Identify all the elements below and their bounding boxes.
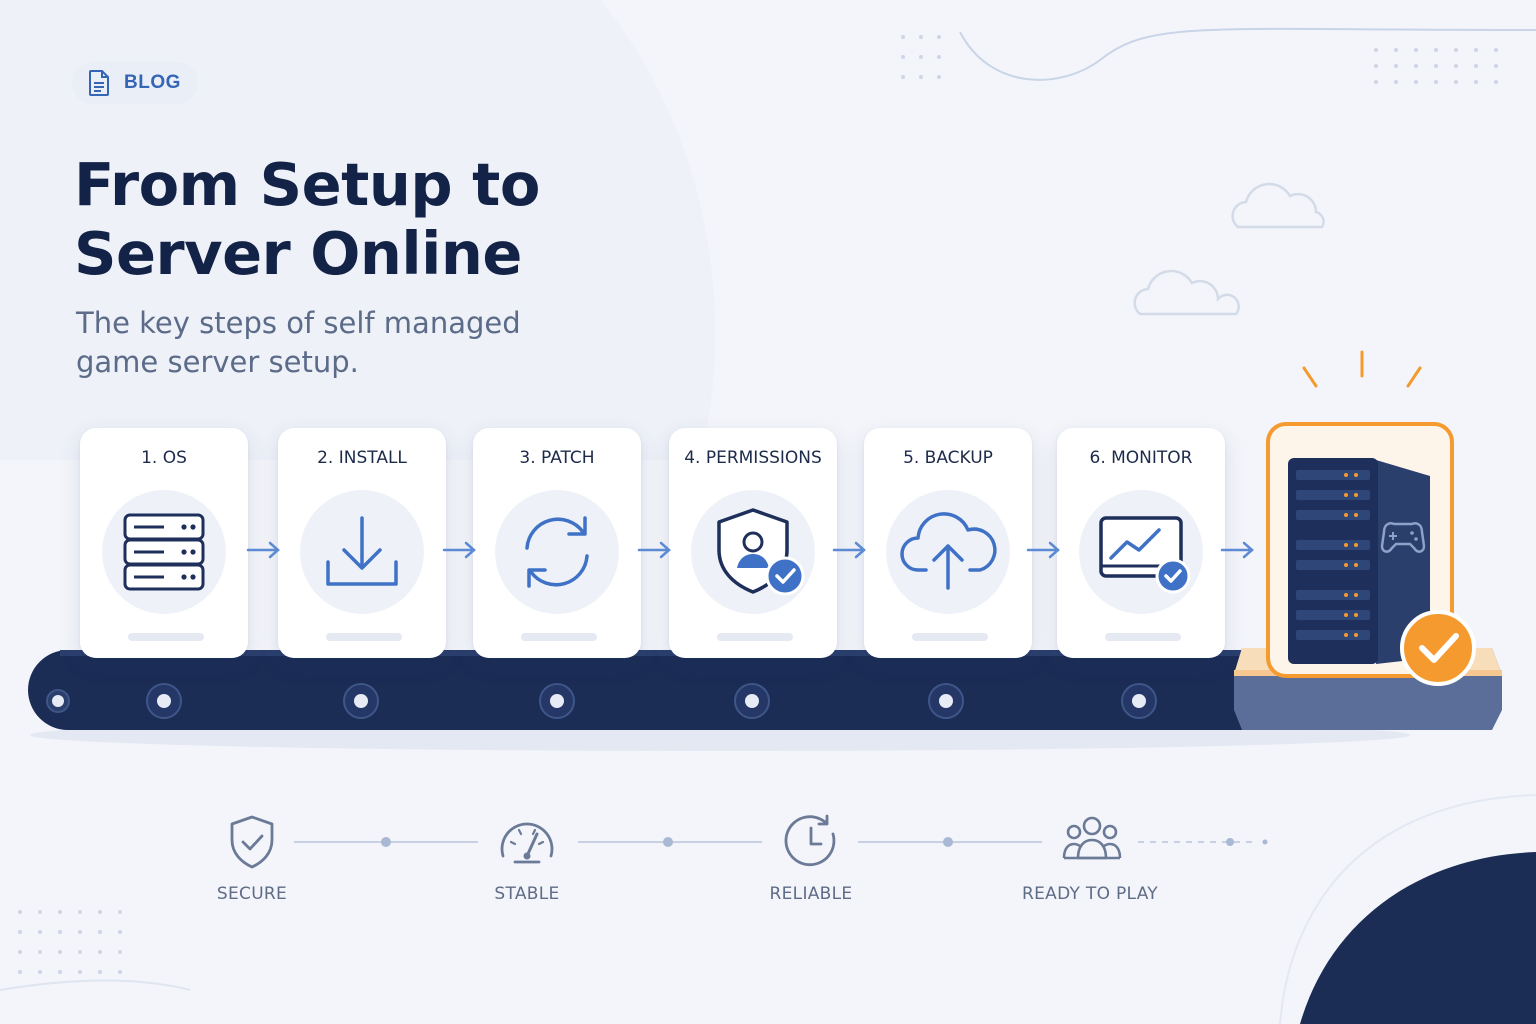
benefit-label: STABLE	[494, 884, 560, 904]
refresh-icon	[525, 516, 589, 588]
blog-badge[interactable]: BLOG	[72, 62, 198, 104]
server-stack-icon	[123, 513, 205, 591]
step-icon-circle	[495, 490, 619, 614]
step-progress-bar	[1105, 633, 1181, 641]
page-title: From Setup to Server Online	[74, 150, 634, 288]
blog-badge-label: BLOG	[124, 72, 181, 93]
step-progress-bar	[128, 633, 204, 641]
step-label: 5. BACKUP	[903, 448, 993, 468]
step-icon-circle	[300, 490, 424, 614]
step-card-backup[interactable]: 5. BACKUP	[864, 428, 1032, 658]
shield-check-icon	[230, 815, 274, 869]
step-card-patch[interactable]: 3. PATCH	[473, 428, 641, 658]
step-label: 2. INSTALL	[317, 448, 407, 468]
step-icon-circle	[691, 490, 815, 614]
title-line-2: Server Online	[74, 219, 522, 288]
benefit-label: SECURE	[216, 884, 288, 904]
monitor-chart-icon	[1099, 516, 1191, 594]
step-card-install[interactable]: 2. INSTALL	[278, 428, 446, 658]
shield-user-icon	[717, 508, 805, 596]
arrow-right-icon	[1026, 541, 1060, 559]
step-progress-bar	[912, 633, 988, 641]
benefit-label: RELIABLE	[769, 884, 853, 904]
step-icon-circle	[886, 490, 1010, 614]
users-icon	[1062, 816, 1122, 860]
step-progress-bar	[521, 633, 597, 641]
arrow-right-icon	[246, 541, 280, 559]
subtitle-line-2: game server setup.	[76, 345, 359, 379]
game-server-tower-icon[interactable]	[1226, 340, 1516, 740]
step-card-permissions[interactable]: 4. PERMISSIONS	[669, 428, 837, 658]
benefit-label: READY TO PLAY	[1021, 884, 1158, 904]
step-progress-bar	[326, 633, 402, 641]
title-line-1: From Setup to	[74, 150, 540, 219]
checkmark-icon	[1400, 610, 1476, 686]
cloud-upload-icon	[900, 512, 997, 590]
subtitle-line-1: The key steps of self managed	[76, 306, 521, 340]
step-progress-bar	[717, 633, 793, 641]
arrow-right-icon	[832, 541, 866, 559]
step-icon-circle	[1079, 490, 1203, 614]
step-card-os[interactable]: 1. OS	[80, 428, 248, 658]
arrow-right-icon	[1220, 541, 1254, 559]
download-icon	[326, 516, 398, 586]
step-label: 3. PATCH	[519, 448, 595, 468]
step-label: 1. OS	[141, 448, 187, 468]
speedometer-icon	[500, 822, 554, 864]
step-card-monitor[interactable]: 6. MONITOR	[1057, 428, 1225, 658]
document-icon	[89, 70, 109, 96]
step-icon-circle	[102, 490, 226, 614]
arrow-right-icon	[637, 541, 671, 559]
arrow-right-icon	[442, 541, 476, 559]
clock-icon	[784, 814, 836, 867]
page-subtitle: The key steps of self managed game serve…	[76, 304, 596, 382]
step-label: 6. MONITOR	[1089, 448, 1193, 468]
step-label: 4. PERMISSIONS	[684, 448, 822, 468]
